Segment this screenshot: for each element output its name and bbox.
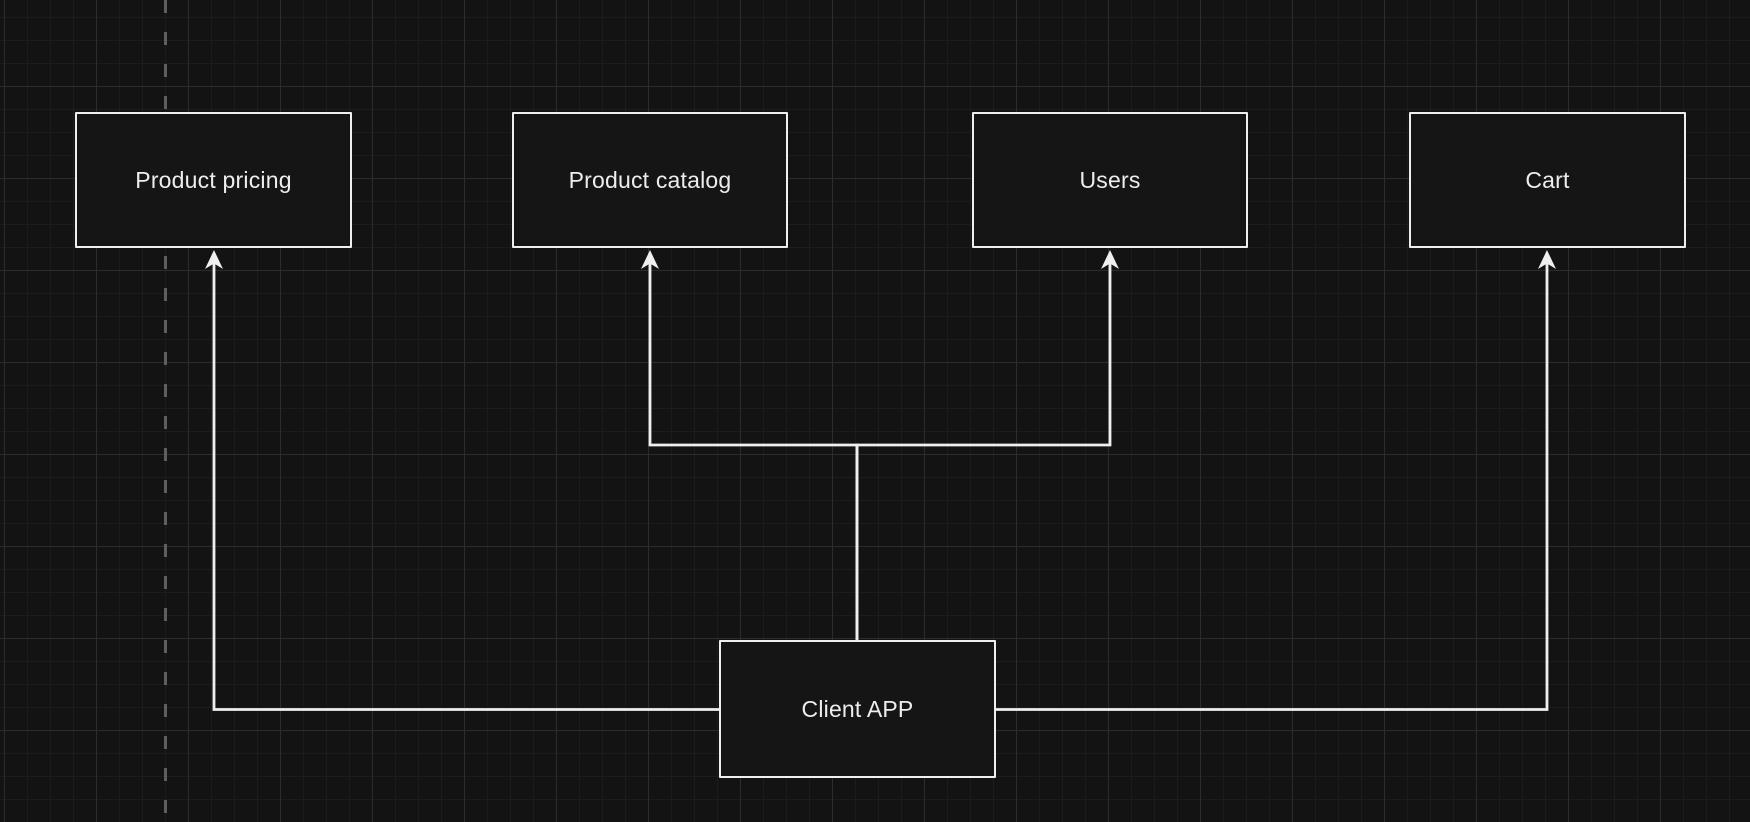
vertical-dashed-guide	[164, 0, 167, 822]
arrowhead-users	[1101, 250, 1119, 269]
node-client-app-label: Client APP	[801, 695, 914, 722]
edge-client-app-to-product-pricing[interactable]	[205, 250, 719, 711]
node-client-app[interactable]: Client APP	[719, 640, 996, 778]
node-product-catalog[interactable]: Product catalog	[512, 112, 788, 248]
node-users[interactable]: Users	[972, 112, 1248, 248]
node-product-catalog-label: Product catalog	[568, 166, 732, 193]
node-cart-label: Cart	[1525, 166, 1570, 193]
node-cart[interactable]: Cart	[1409, 112, 1686, 248]
arrowhead-product-pricing	[205, 250, 223, 269]
arrowhead-cart	[1538, 250, 1556, 269]
edge-client-app-to-users[interactable]	[855, 250, 1119, 640]
edge-client-app-to-cart[interactable]	[996, 250, 1556, 711]
arrowhead-product-catalog	[641, 250, 659, 269]
node-product-pricing[interactable]: Product pricing	[75, 112, 352, 248]
node-users-label: Users	[1079, 166, 1141, 193]
edge-client-app-to-product-catalog[interactable]	[641, 250, 859, 640]
node-product-pricing-label: Product pricing	[135, 166, 292, 193]
